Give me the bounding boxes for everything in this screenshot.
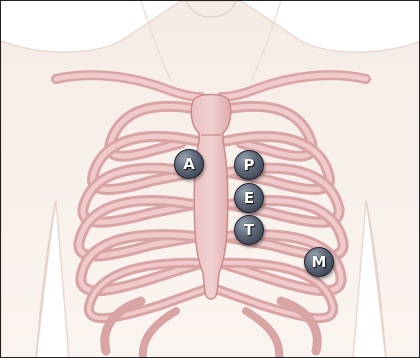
marker-label-p: P [244,158,255,173]
marker-label-e: E [244,191,254,206]
marker-label-t: T [244,223,254,238]
marker-label-m: M [312,255,327,270]
auscultation-marker-e: E [234,183,264,213]
marker-label-a: A [183,157,195,172]
auscultation-marker-a: A [174,149,204,179]
auscultation-marker-t: T [234,215,264,245]
auscultation-marker-m: M [304,247,334,277]
auscultation-marker-p: P [234,150,264,180]
